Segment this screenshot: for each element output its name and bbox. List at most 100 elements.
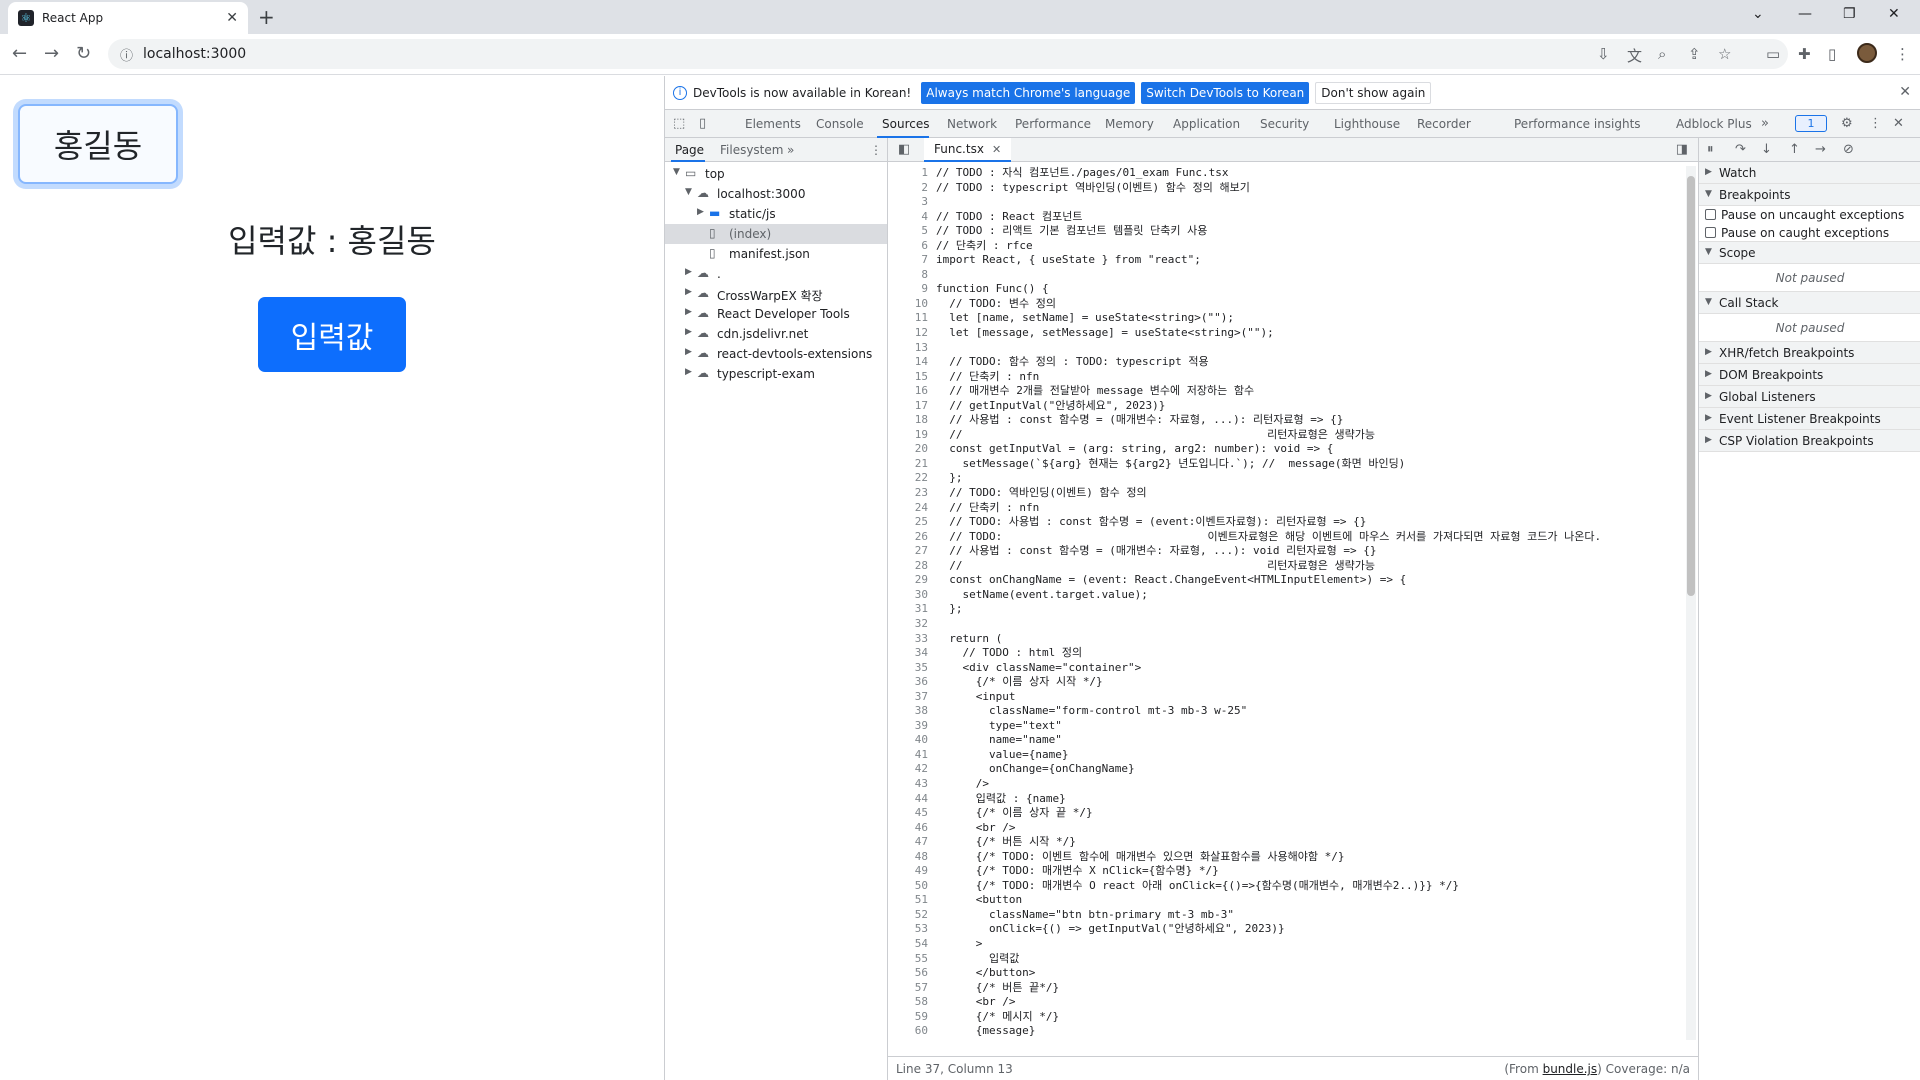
line-number[interactable]: 22 (914, 471, 928, 485)
tree-item[interactable]: ▶☁React Developer Tools (665, 304, 887, 324)
line-number[interactable]: 36 (914, 675, 928, 689)
line-number[interactable]: 28 (914, 558, 928, 572)
tab-performance-insights[interactable]: Performance insights (1514, 117, 1641, 131)
match-language-button[interactable]: Always match Chrome's language (921, 81, 1136, 104)
zoom-icon[interactable]: ⌕ (1658, 45, 1667, 63)
line-number[interactable]: 55 (914, 951, 928, 965)
close-tab-icon[interactable]: ✕ (226, 10, 238, 26)
tree-item[interactable]: ▼☁localhost:3000 (665, 184, 887, 204)
name-input[interactable]: 홍길동 (18, 104, 178, 184)
xhr-breakpoints-section[interactable]: ▶XHR/fetch Breakpoints (1699, 342, 1920, 364)
code-line[interactable]: 30 setName(event.target.value); (888, 588, 1698, 603)
global-listeners-section[interactable]: ▶Global Listeners (1699, 386, 1920, 408)
step-icon[interactable]: → (1815, 142, 1826, 157)
tab-application[interactable]: Application (1173, 117, 1241, 131)
line-number[interactable]: 3 (921, 195, 928, 209)
bookmark-star-icon[interactable]: ☆ (1718, 45, 1732, 63)
line-number[interactable]: 9 (921, 282, 928, 296)
code-line[interactable]: 1// TODO : 자식 컴포넌트./pages/01_exam Func.t… (888, 166, 1698, 181)
code-line[interactable]: 36 {/* 이름 상자 시작 */} (888, 675, 1698, 690)
code-line[interactable]: 10 // TODO: 변수 정의 (888, 297, 1698, 312)
code-line[interactable]: 42 onChange={onChangName} (888, 762, 1698, 777)
tree-item[interactable]: ▶☁. (665, 264, 887, 284)
reload-button[interactable]: ↻ (76, 43, 92, 64)
info-icon[interactable]: ⓘ (120, 48, 134, 64)
line-number[interactable]: 33 (914, 631, 928, 645)
code-line[interactable]: 60 {message} (888, 1024, 1698, 1039)
code-line[interactable]: 22 }; (888, 471, 1698, 486)
tree-item[interactable]: ▶▬static/js (665, 204, 887, 224)
pause-icon[interactable]: ⏸ (1707, 142, 1714, 157)
watch-section[interactable]: ▶Watch (1699, 162, 1920, 184)
code-line[interactable]: 3 (888, 195, 1698, 210)
file-tab-func-tsx[interactable]: Func.tsx ✕ (924, 138, 1012, 162)
more-tabs-icon[interactable]: » (1761, 116, 1769, 131)
tab-performance[interactable]: Performance (1015, 117, 1092, 131)
code-line[interactable]: 48 {/* TODO: 이벤트 함수에 매개변수 있으면 화살표함수를 사용해… (888, 850, 1698, 865)
code-line[interactable]: 27 // 사용법 : const 함수명 = (매개변수: 자료형, ...)… (888, 544, 1698, 559)
new-tab-button[interactable]: + (258, 5, 275, 29)
switch-korean-button[interactable]: Switch DevTools to Korean (1141, 81, 1310, 104)
code-line[interactable]: 44 입력값 : {name} (888, 792, 1698, 807)
line-number[interactable]: 44 (914, 791, 928, 805)
code-line[interactable]: 2// TODO : typescript 역바인딩(이벤트) 함수 정의 해보… (888, 181, 1698, 196)
code-line[interactable]: 14 // TODO: 함수 정의 : TODO: typescript 적용 (888, 355, 1698, 370)
code-line[interactable]: 58 <br /> (888, 995, 1698, 1010)
step-into-icon[interactable]: ↓ (1761, 142, 1772, 157)
toggle-navigator-icon[interactable]: ◧ (898, 142, 911, 157)
line-number[interactable]: 43 (914, 776, 928, 790)
device-toolbar-icon[interactable]: ▯ (699, 116, 707, 131)
share-icon[interactable]: ⇪ (1688, 45, 1701, 63)
line-number[interactable]: 1 (921, 166, 928, 179)
line-number[interactable]: 58 (914, 995, 928, 1009)
code-line[interactable]: 8 (888, 268, 1698, 283)
menu-kebab-icon[interactable]: ⋮ (1895, 45, 1910, 63)
code-line[interactable]: 12 let [message, setMessage] = useState<… (888, 326, 1698, 341)
callstack-section[interactable]: ▼Call Stack (1699, 292, 1920, 314)
code-line[interactable]: 47 {/* 버튼 시작 */} (888, 835, 1698, 850)
tab-elements[interactable]: Elements (745, 117, 801, 131)
address-bar[interactable]: ⓘ localhost:3000 (108, 39, 1788, 69)
code-line[interactable]: 56 </button> (888, 966, 1698, 981)
line-number[interactable]: 11 (914, 311, 928, 325)
csp-violation-breakpoints-section[interactable]: ▶CSP Violation Breakpoints (1699, 430, 1920, 452)
deactivate-breakpoints-icon[interactable]: ⊘ (1843, 142, 1854, 157)
issues-badge[interactable]: 1 (1795, 115, 1827, 132)
line-number[interactable]: 54 (914, 936, 928, 950)
line-number[interactable]: 53 (914, 922, 928, 936)
line-number[interactable]: 40 (914, 733, 928, 747)
code-line[interactable]: 13 (888, 341, 1698, 356)
line-number[interactable]: 19 (914, 427, 928, 441)
tree-item[interactable]: ▶☁CrossWarpEX 확장 (665, 284, 887, 304)
code-view[interactable]: 1// TODO : 자식 컴포넌트./pages/01_exam Func.t… (888, 166, 1698, 1040)
cast-icon[interactable]: ▭ (1766, 45, 1781, 63)
code-line[interactable]: 40 name="name" (888, 733, 1698, 748)
code-line[interactable]: 21 setMessage(`${arg} 현재는 ${arg2} 년도입니다.… (888, 457, 1698, 472)
line-number[interactable]: 21 (914, 456, 928, 470)
tab-network[interactable]: Network (947, 117, 998, 131)
tab-recorder[interactable]: Recorder (1417, 117, 1471, 131)
dont-show-again-button[interactable]: Don't show again (1315, 81, 1432, 104)
tree-item[interactable]: ▼▭top (665, 164, 887, 184)
line-number[interactable]: 17 (914, 398, 928, 412)
close-devtools-icon[interactable]: ✕ (1893, 116, 1904, 131)
line-number[interactable]: 18 (914, 413, 928, 427)
code-line[interactable]: 59 {/* 메시지 */} (888, 1010, 1698, 1025)
code-line[interactable]: 29 const onChangName = (event: React.Cha… (888, 573, 1698, 588)
code-line[interactable]: 11 let [name, setName] = useState<string… (888, 311, 1698, 326)
line-number[interactable]: 7 (921, 253, 928, 267)
code-scrollbar[interactable] (1686, 166, 1696, 1040)
line-number[interactable]: 30 (914, 587, 928, 601)
tree-item[interactable]: ▯manifest.json (665, 244, 887, 264)
tab-lighthouse[interactable]: Lighthouse (1334, 117, 1401, 131)
line-number[interactable]: 34 (914, 646, 928, 660)
line-number[interactable]: 23 (914, 486, 928, 500)
code-line[interactable]: 35 <div className="container"> (888, 661, 1698, 676)
line-number[interactable]: 6 (921, 238, 928, 252)
nav-tab-page[interactable]: Page (675, 143, 705, 157)
install-icon[interactable]: ⇩ (1597, 45, 1610, 63)
tree-item[interactable]: ▶☁react-devtools-extensions (665, 344, 887, 364)
line-number[interactable]: 2 (921, 180, 928, 194)
